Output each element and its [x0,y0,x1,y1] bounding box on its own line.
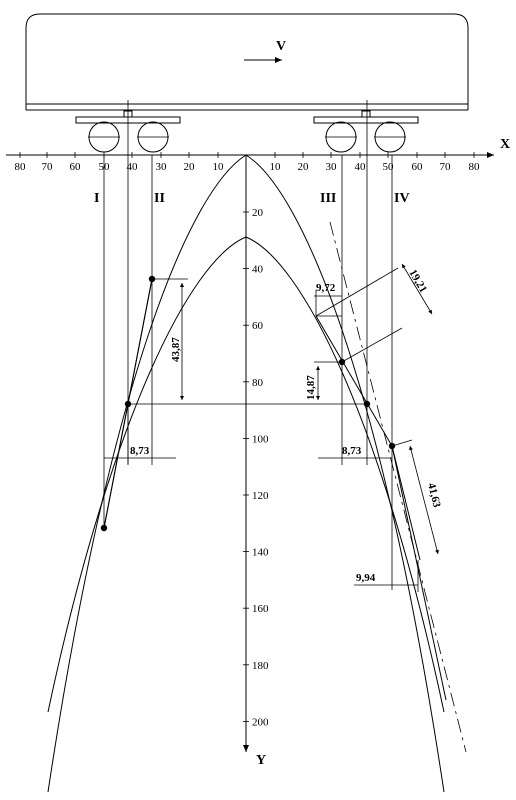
section-label-3: III [320,191,336,206]
section-lines: I II III IV [94,100,410,590]
dim-label-41-63: 41,63 [425,482,443,509]
dim-label-19-21: 19,21 [406,268,429,295]
section-label-2: II [154,191,165,206]
y-tick-label: 20 [252,207,264,219]
vehicle: V [25,13,469,153]
y-tick-label: 180 [252,660,269,672]
dimension-8-73-right: 8,73 [318,445,392,459]
velocity-label: V [276,39,286,54]
y-tick-label: 80 [252,377,264,389]
dimension-9-72: 9,72 [314,282,342,317]
dim-label-8-73-left: 8,73 [130,445,150,457]
y-tick-label: 40 [252,264,264,276]
y-tick-label: 60 [252,320,264,332]
vehicle-body [25,13,469,105]
x-tick-label: 70 [440,161,452,173]
dimension-43-87: 43,87 [152,278,188,400]
tangent-dashed [329,221,467,753]
x-tick-label: 80 [15,161,27,173]
chord-right-2 [391,445,421,561]
y-tick-label: 100 [252,433,269,445]
chord-right-3 [391,445,447,701]
dimension-14-87: 14,87 [305,361,342,400]
y-tick-label: 120 [252,490,269,502]
dim-label-8-73-right: 8,73 [342,445,362,457]
dim-label-9-94: 9,94 [356,572,376,584]
x-tick-label: 30 [326,161,338,173]
chord-right-1 [315,315,393,447]
y-tick-label: 200 [252,716,269,728]
x-tick-label: 20 [184,161,196,173]
dim-label-9-72: 9,72 [316,282,336,294]
dim-label-14-87: 14,87 [305,375,317,400]
y-axis-label: Y [256,753,266,768]
outer-parabola [47,154,445,793]
dimension-9-94: 9,94 [354,560,419,592]
y-tick-label: 160 [252,603,269,615]
x-tick-label: 40 [127,161,139,173]
dimension-8-73-left: 8,73 [104,404,176,464]
y-axis: Y 20 40 60 80 100 120 140 160 180 200 [243,155,269,768]
x-tick-label: 30 [156,161,168,173]
x-tick-label: 60 [70,161,82,173]
x-tick-label: 60 [412,161,424,173]
section-label-1: I [94,191,99,206]
x-tick-label: 70 [42,161,54,173]
section-label-4: IV [394,191,410,206]
dimension-41-63: 41,63 [391,439,443,555]
right-bogie-pivot [361,110,371,118]
point-c [100,524,108,532]
dim-label-43-87: 43,87 [170,337,182,362]
right-bogie [313,110,419,153]
x-tick-label: 20 [298,161,310,173]
x-tick-label: 10 [213,161,225,173]
inner-parabola [47,236,445,713]
x-axis-label: X [500,137,510,152]
x-tick-label: 50 [383,161,395,173]
y-tick-label: 140 [252,547,269,559]
trajectory-curves [47,154,445,793]
x-tick-label: 10 [270,161,282,173]
tangent-lines [103,221,467,753]
chord-left-2 [103,403,129,529]
right-bogie-frame [313,116,419,124]
x-tick-label: 80 [469,161,481,173]
x-tick-label: 40 [355,161,367,173]
y-axis-ticks: 20 40 60 80 100 120 140 160 180 200 [243,207,269,728]
